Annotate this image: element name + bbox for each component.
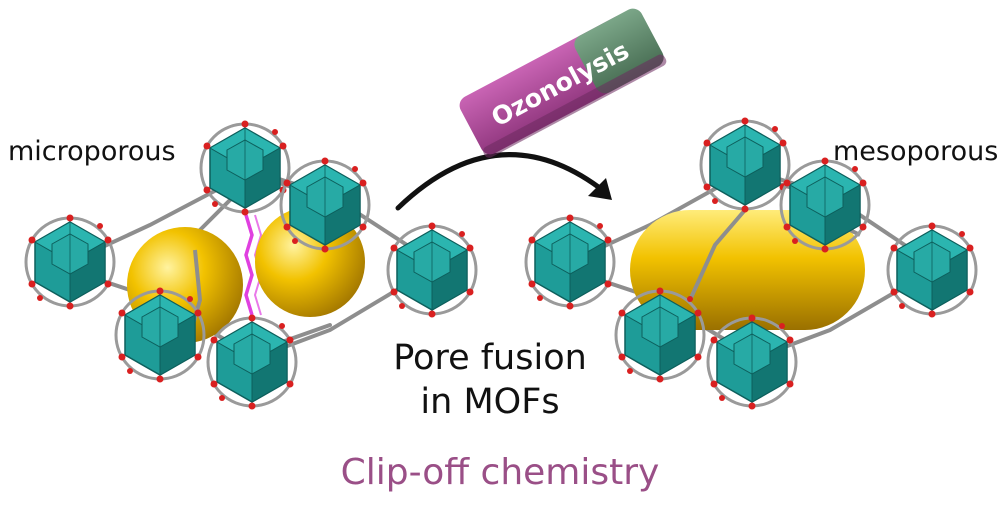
process-line-1: Pore fusion xyxy=(393,338,587,378)
microporous-label: microporous xyxy=(8,136,176,167)
cluster-right-5 xyxy=(614,286,706,384)
cleaved-linker xyxy=(244,214,254,316)
cluster-left-6 xyxy=(206,313,298,411)
process-line-2: in MOFs xyxy=(420,382,560,422)
microporous-framework xyxy=(24,119,478,411)
process-label: Pore fusion in MOFs xyxy=(380,336,600,424)
cluster-right-2 xyxy=(779,156,871,254)
cluster-left-1 xyxy=(199,119,291,217)
eraser-icon: Ozonolysis xyxy=(459,8,667,158)
cluster-left-2 xyxy=(279,156,371,254)
cluster-right-4 xyxy=(886,221,978,319)
footer-title: Clip-off chemistry xyxy=(340,452,660,493)
cluster-left-4 xyxy=(386,221,478,319)
cluster-right-6 xyxy=(706,313,798,411)
curved-arrow-icon xyxy=(395,152,612,211)
mesoporous-framework xyxy=(524,116,978,411)
cluster-right-3 xyxy=(524,213,616,311)
cluster-left-5 xyxy=(114,286,206,384)
cluster-right-1 xyxy=(699,116,791,214)
cluster-left-3 xyxy=(24,213,116,311)
mesoporous-label: mesoporous xyxy=(833,136,999,167)
